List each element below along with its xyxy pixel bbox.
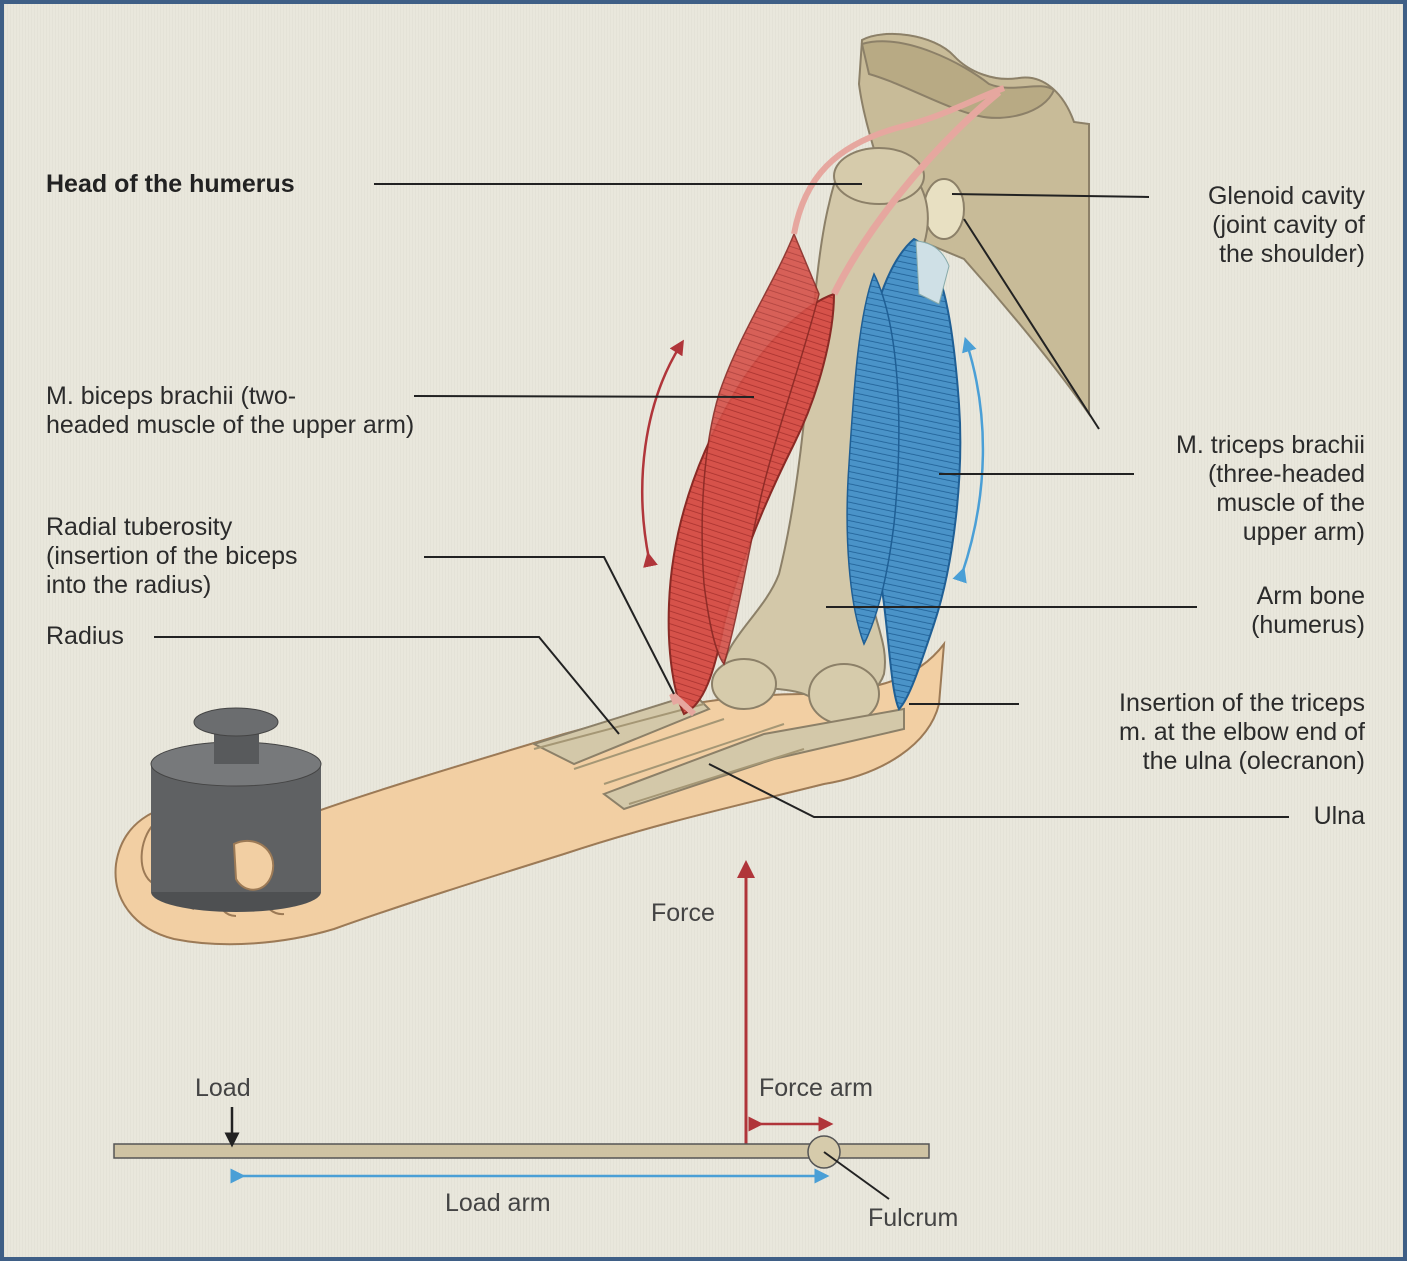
label-arm-bone: Arm bone (humerus) [1251, 582, 1365, 640]
thumb [234, 841, 273, 890]
label-radius: Radius [46, 622, 124, 651]
glenoid-cavity [924, 179, 964, 239]
label-force: Force [651, 899, 715, 928]
label-triceps: M. triceps brachii (three-headed muscle … [1176, 431, 1365, 547]
fulcrum-leader [824, 1152, 889, 1199]
weight-knob [194, 708, 278, 736]
triceps-contraction-arrow [962, 344, 983, 574]
label-force-arm: Force arm [759, 1074, 873, 1103]
label-fulcrum: Fulcrum [868, 1204, 958, 1233]
label-ulna: Ulna [1314, 802, 1365, 831]
label-head-of-humerus: Head of the humerus [46, 170, 295, 199]
biceps-contraction-arrow [642, 346, 680, 559]
label-load: Load [195, 1074, 251, 1103]
weight-neck [214, 734, 259, 764]
diagram-canvas: Head of the humerus Glenoid cavity (join… [4, 4, 1403, 1257]
lever-bar [114, 1144, 929, 1158]
label-biceps: M. biceps brachii (two- headed muscle of… [46, 382, 414, 440]
elbow-condyle [712, 659, 776, 709]
label-triceps-insertion: Insertion of the triceps m. at the elbow… [1119, 689, 1365, 776]
label-glenoid-cavity: Glenoid cavity (joint cavity of the shou… [1208, 182, 1365, 269]
label-radial-tuberosity: Radial tuberosity (insertion of the bice… [46, 513, 298, 600]
label-load-arm: Load arm [445, 1189, 551, 1218]
